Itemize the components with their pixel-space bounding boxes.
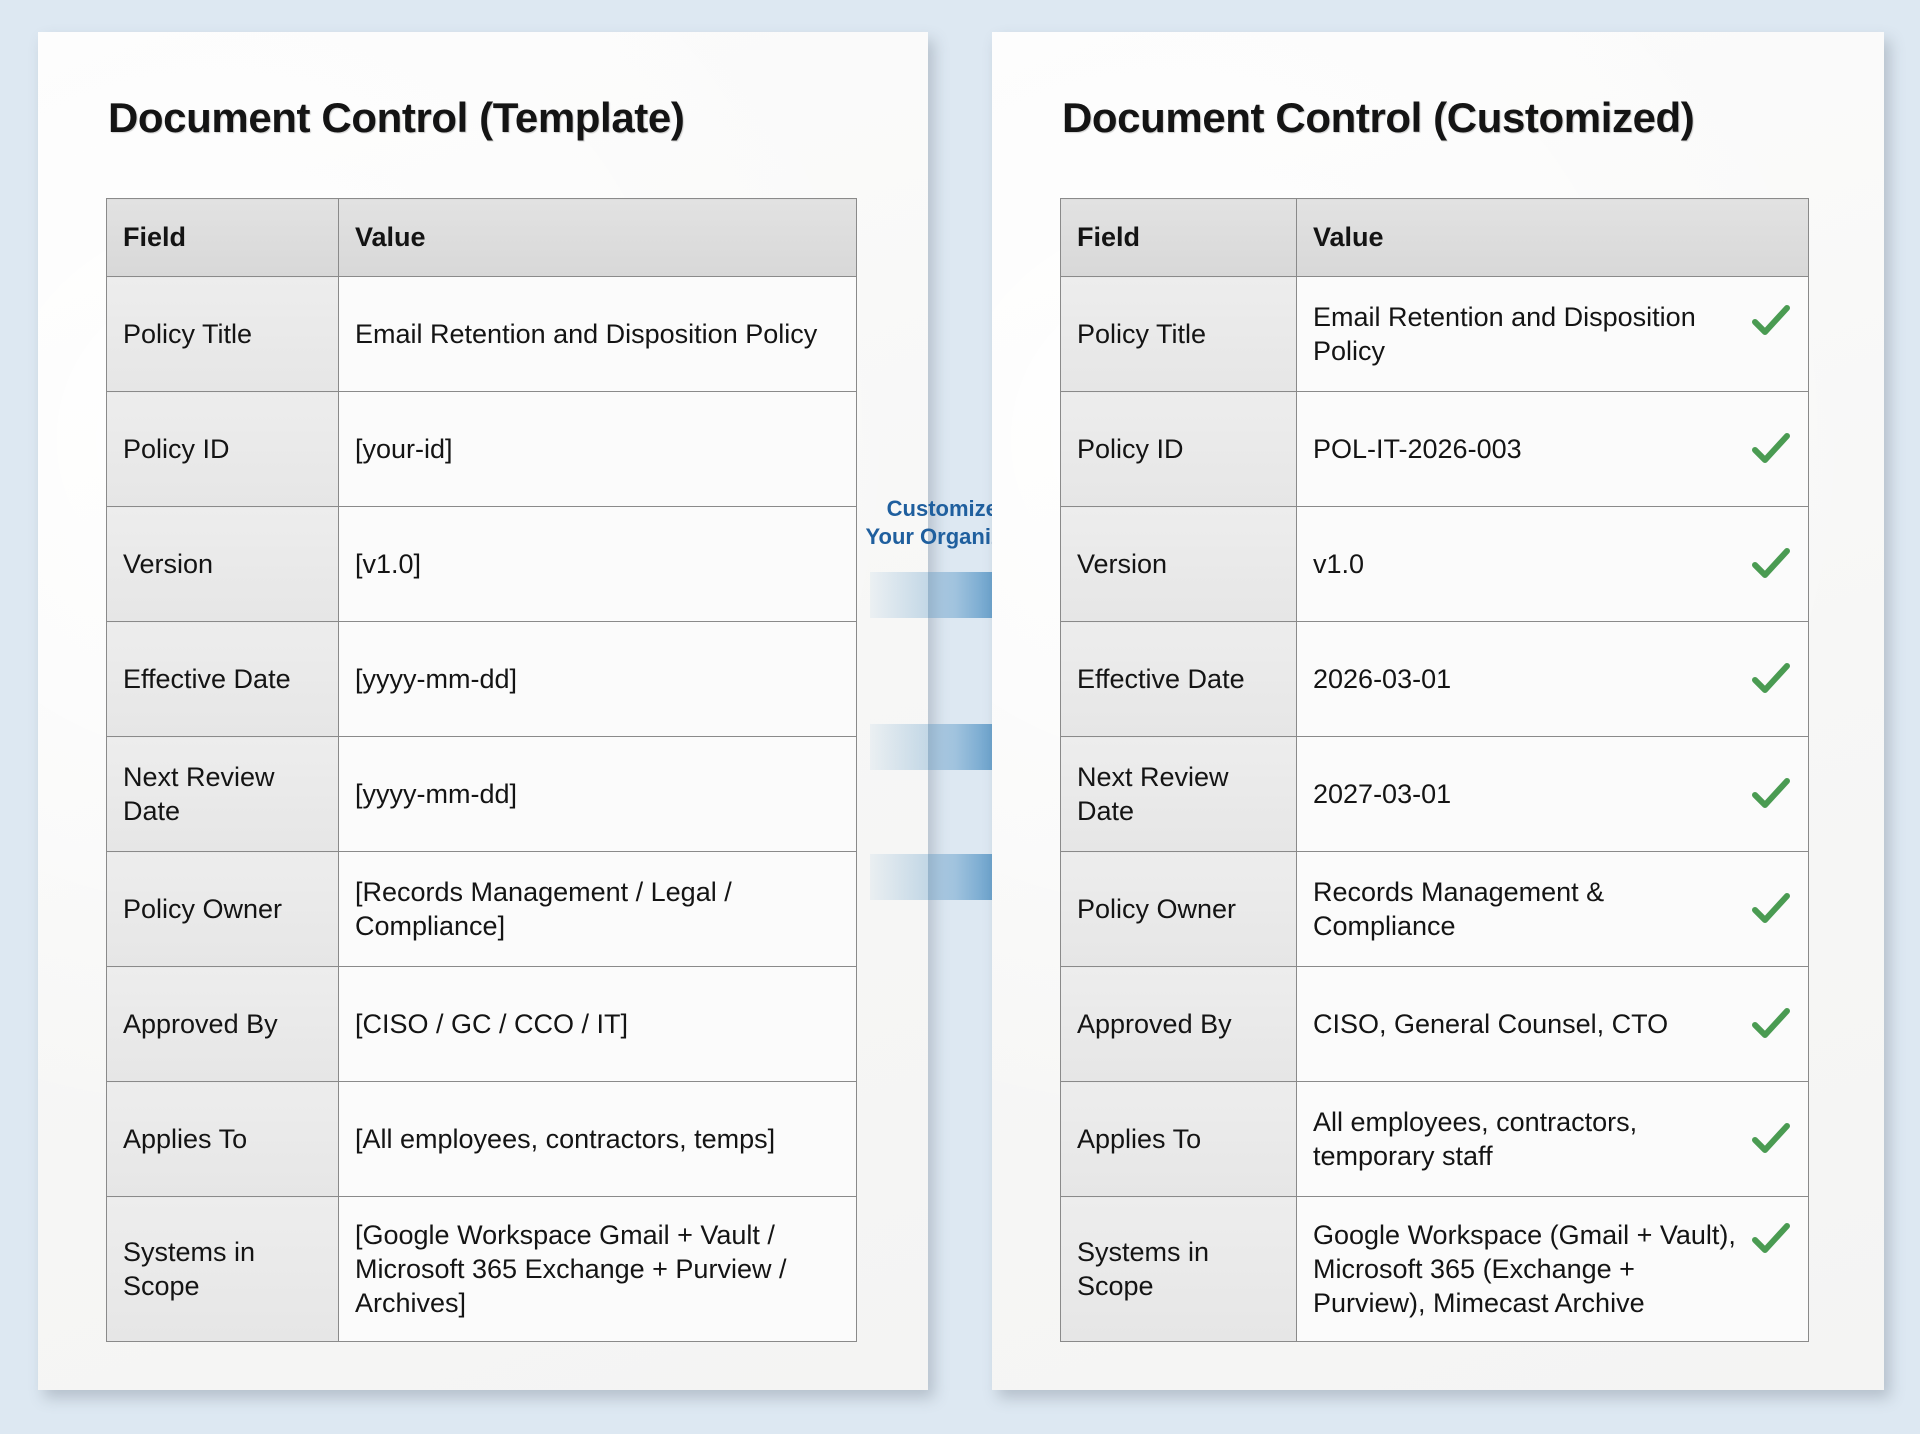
column-header-value: Value [1296, 198, 1809, 277]
field-label: Policy Title [106, 276, 339, 392]
value-with-check: v1.0 [1313, 543, 1792, 585]
check-icon [1750, 773, 1792, 815]
table-row: Policy ID [your-id] [106, 391, 857, 507]
field-label: Approved By [106, 966, 339, 1082]
field-value-placeholder: [yyyy-mm-dd] [338, 736, 857, 852]
field-label: Policy Owner [1060, 851, 1297, 967]
value-with-check: All employees, contractors, temporary st… [1313, 1105, 1792, 1173]
field-label: Approved By [1060, 966, 1297, 1082]
field-label: Next Review Date [1060, 736, 1297, 852]
column-header-value: Value [338, 198, 857, 277]
field-value-cell: POL-IT-2026-003 [1296, 391, 1809, 507]
document-control-template-table: Field Value Policy Title Email Retention… [106, 198, 857, 1342]
field-label: Version [106, 506, 339, 622]
table-row: Approved By [CISO / GC / CCO / IT] [106, 966, 857, 1082]
field-label: Effective Date [1060, 621, 1297, 737]
check-icon [1750, 300, 1792, 342]
page-title-customized: Document Control (Customized) [1062, 94, 1695, 141]
column-header-field: Field [106, 198, 339, 277]
field-value-cell: v1.0 [1296, 506, 1809, 622]
field-label: Policy ID [106, 391, 339, 507]
page-title-template: Document Control (Template) [108, 94, 685, 141]
field-value: Google Workspace (Gmail + Vault), Micros… [1313, 1219, 1736, 1318]
table-row: Next Review Date [yyyy-mm-dd] [106, 736, 857, 852]
field-value-cell: 2027-03-01 [1296, 736, 1809, 852]
check-icon [1750, 658, 1792, 700]
table-row: Policy ID POL-IT-2026-003 [1060, 391, 1809, 507]
value-with-check: 2026-03-01 [1313, 658, 1792, 700]
table-row: Version [v1.0] [106, 506, 857, 622]
field-value-placeholder: [Google Workspace Gmail + Vault / Micros… [338, 1196, 857, 1342]
table-row: Policy Owner Records Management & Compli… [1060, 851, 1809, 967]
table-header-row: Field Value [106, 198, 857, 277]
field-value: All employees, contractors, temporary st… [1313, 1106, 1638, 1171]
value-with-check: Google Workspace (Gmail + Vault), Micros… [1313, 1218, 1792, 1320]
field-label: Policy Title [1060, 276, 1297, 392]
check-icon [1750, 428, 1792, 470]
check-icon [1750, 1118, 1792, 1160]
field-label: Version [1060, 506, 1297, 622]
field-value: 2026-03-01 [1313, 663, 1452, 694]
table-header-row: Field Value [1060, 198, 1809, 277]
table-row: Systems in Scope [Google Workspace Gmail… [106, 1196, 857, 1342]
field-value-cell: Email Retention and Disposition Policy [1296, 276, 1809, 392]
field-value-placeholder: [v1.0] [338, 506, 857, 622]
field-label: Next Review Date [106, 736, 339, 852]
field-value: Email Retention and Disposition Policy [338, 276, 857, 392]
field-value-placeholder: [your-id] [338, 391, 857, 507]
field-value-cell: Google Workspace (Gmail + Vault), Micros… [1296, 1196, 1809, 1342]
field-value-cell: 2026-03-01 [1296, 621, 1809, 737]
table-row: Effective Date [yyyy-mm-dd] [106, 621, 857, 737]
table-row: Applies To All employees, contractors, t… [1060, 1081, 1809, 1197]
field-value: CISO, General Counsel, CTO [1313, 1008, 1669, 1039]
table-row: Next Review Date 2027-03-01 [1060, 736, 1809, 852]
value-with-check: Records Management & Compliance [1313, 875, 1792, 943]
field-value: Email Retention and Disposition Policy [1313, 301, 1696, 366]
customized-card: Document Control (Customized) Field Valu… [992, 32, 1884, 1390]
field-value: v1.0 [1313, 548, 1365, 579]
field-label: Effective Date [106, 621, 339, 737]
check-icon [1750, 1003, 1792, 1045]
table-row: Policy Owner [Records Management / Legal… [106, 851, 857, 967]
field-value-placeholder: [All employees, contractors, temps] [338, 1081, 857, 1197]
table-row: Approved By CISO, General Counsel, CTO [1060, 966, 1809, 1082]
field-value: POL-IT-2026-003 [1313, 433, 1522, 464]
table-row: Policy Title Email Retention and Disposi… [1060, 276, 1809, 392]
field-value: Records Management & Compliance [1313, 876, 1605, 941]
field-label: Policy Owner [106, 851, 339, 967]
template-card: Document Control (Template) Field Value … [38, 32, 928, 1390]
field-value-cell: All employees, contractors, temporary st… [1296, 1081, 1809, 1197]
check-icon [1750, 888, 1792, 930]
field-value-placeholder: [yyyy-mm-dd] [338, 621, 857, 737]
check-icon [1750, 543, 1792, 585]
table-row: Effective Date 2026-03-01 [1060, 621, 1809, 737]
field-label: Policy ID [1060, 391, 1297, 507]
field-label: Applies To [106, 1081, 339, 1197]
field-value: 2027-03-01 [1313, 778, 1452, 809]
table-row: Policy Title Email Retention and Disposi… [106, 276, 857, 392]
value-with-check: POL-IT-2026-003 [1313, 428, 1792, 470]
table-row: Systems in Scope Google Workspace (Gmail… [1060, 1196, 1809, 1342]
value-with-check: 2027-03-01 [1313, 773, 1792, 815]
value-with-check: CISO, General Counsel, CTO [1313, 1003, 1792, 1045]
field-value-placeholder: [CISO / GC / CCO / IT] [338, 966, 857, 1082]
field-value-placeholder: [Records Management / Legal / Compliance… [338, 851, 857, 967]
field-value-cell: CISO, General Counsel, CTO [1296, 966, 1809, 1082]
column-header-field: Field [1060, 198, 1297, 277]
document-control-customized-table: Field Value Policy Title Email Retention… [1060, 198, 1809, 1342]
table-row: Applies To [All employees, contractors, … [106, 1081, 857, 1197]
field-label: Systems in Scope [106, 1196, 339, 1342]
field-value-cell: Records Management & Compliance [1296, 851, 1809, 967]
value-with-check: Email Retention and Disposition Policy [1313, 300, 1792, 368]
check-icon [1750, 1218, 1792, 1260]
table-row: Version v1.0 [1060, 506, 1809, 622]
field-label: Applies To [1060, 1081, 1297, 1197]
field-label: Systems in Scope [1060, 1196, 1297, 1342]
